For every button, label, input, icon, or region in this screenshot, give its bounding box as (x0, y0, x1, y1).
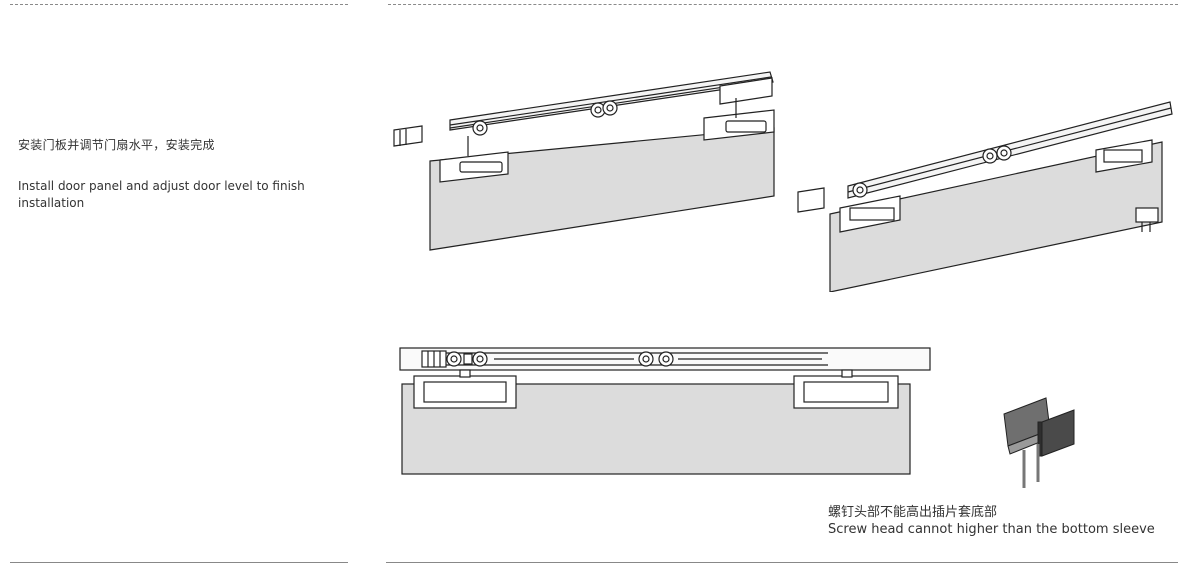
step-title-english: Install door panel and adjust door level… (18, 179, 305, 210)
door-panel (829, 141, 1163, 292)
door-install-illustration-2 (797, 101, 1173, 292)
clamp-sleeve-detail-illustration (1003, 397, 1075, 488)
left-end-stopper (393, 125, 423, 147)
step-title-chinese: 安装门板并调节门扇水平，安装完成 (18, 138, 215, 152)
floor-guide (1135, 207, 1159, 223)
roller-icon (996, 145, 1012, 161)
roller-icon (638, 351, 654, 367)
screw-note-english: Screw head cannot higher than the bottom… (828, 522, 1155, 537)
roller-icon (446, 351, 462, 367)
screw-note-chinese: 螺钉头部不能高出插片套底部 (828, 505, 998, 520)
top-right-dashed-divider (388, 4, 1178, 5)
roller-icon (472, 120, 488, 136)
bottom-left-divider (10, 562, 348, 563)
roller-icon (602, 100, 618, 116)
door-install-illustration-1 (393, 71, 775, 251)
roller-icon (852, 182, 868, 198)
top-left-dashed-divider (10, 4, 348, 5)
bottom-right-divider (386, 562, 1178, 563)
left-end-stopper (797, 187, 825, 213)
door-panel (429, 127, 775, 251)
door-front-view-illustration (399, 347, 931, 475)
roller-icon (658, 351, 674, 367)
roller-icon (472, 351, 488, 367)
roller-icon (982, 148, 998, 164)
